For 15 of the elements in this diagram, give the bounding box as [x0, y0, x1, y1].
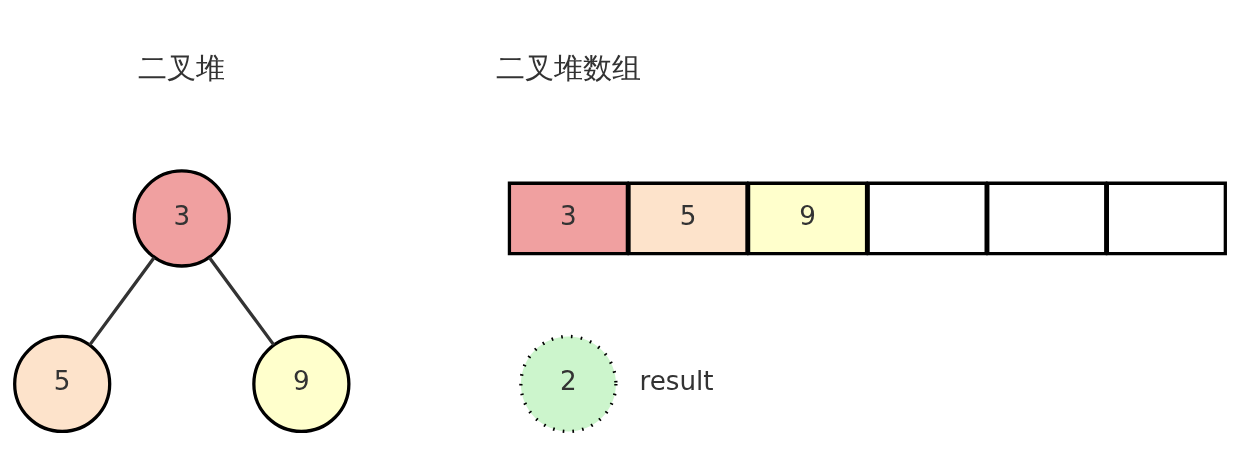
label: 二叉堆数组: [495, 50, 641, 85]
node-box: [986, 181, 1108, 255]
node-circle: 9: [252, 334, 351, 433]
connector: [88, 256, 156, 346]
node-box: [1105, 181, 1227, 255]
node-box: 5: [627, 181, 749, 255]
node-box: 3: [507, 181, 629, 255]
node-label: result: [639, 365, 714, 396]
node-circle: 3: [132, 168, 231, 268]
node-circle: 5: [13, 334, 112, 433]
label: 二叉堆: [138, 50, 226, 85]
node-box: 9: [746, 181, 869, 255]
node-circle: 2: [519, 334, 618, 433]
connector: [208, 256, 276, 346]
node-box: [866, 181, 988, 255]
